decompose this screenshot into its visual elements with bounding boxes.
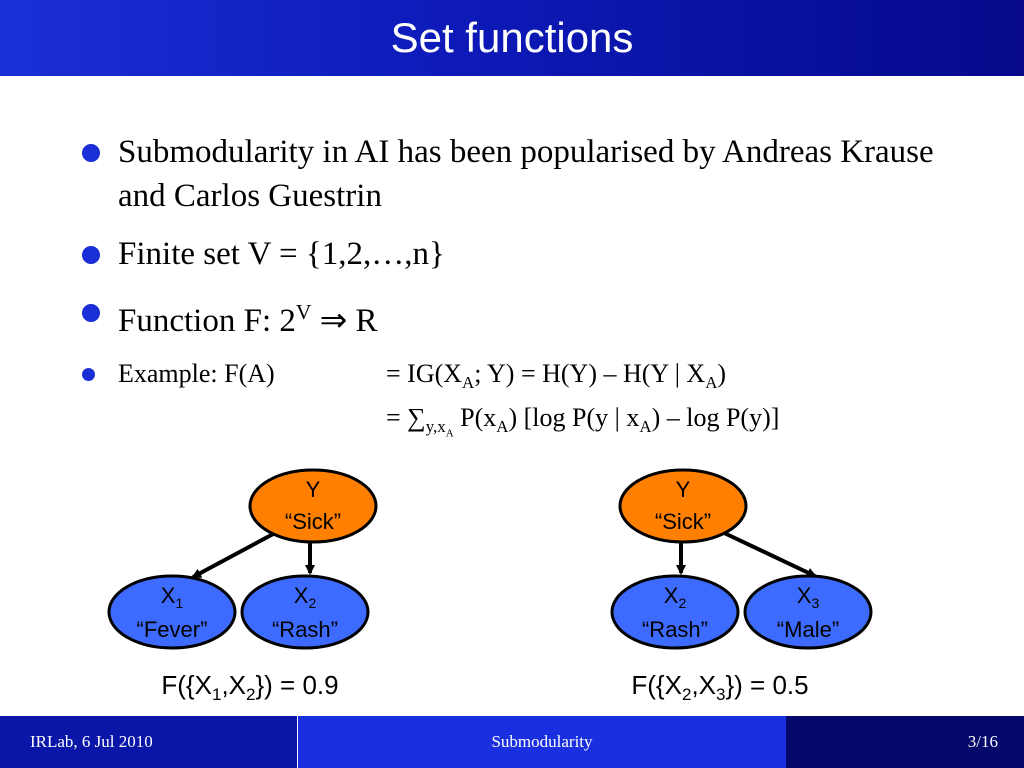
bullet-dot-icon xyxy=(82,368,95,381)
node-x2-label: X2 xyxy=(294,583,317,611)
score-left: F({X1,X2}) = 0.9 xyxy=(161,670,338,704)
node-x2-sublabel: “Rash” xyxy=(272,617,338,642)
node-x1-fever xyxy=(107,574,237,650)
node-x1-sublabel: “Fever” xyxy=(137,617,208,642)
bullet-dot-icon xyxy=(82,304,100,322)
example-label: Example: F(A) xyxy=(118,359,275,388)
node-y-label: Y xyxy=(306,477,321,502)
node-x2-sublabel: “Rash” xyxy=(642,617,708,642)
node-x3-label: X3 xyxy=(797,583,820,611)
bullet-item: Finite set V = {1,2,…,n} xyxy=(80,232,980,276)
bullet-item-example: Example: F(A) = IG(XA; Y) = H(Y) – H(Y |… xyxy=(80,357,980,441)
bullet-item: Submodularity in AI has been popularised… xyxy=(80,130,980,218)
node-x3-sublabel: “Male” xyxy=(777,617,839,642)
footer-page-number: 3/16 xyxy=(786,716,1024,768)
bullet-list: Submodularity in AI has been popularised… xyxy=(80,130,980,441)
node-x3-male xyxy=(743,574,873,650)
node-y-sick xyxy=(248,468,378,544)
node-x2-rash xyxy=(240,574,370,650)
node-x2-rash xyxy=(610,574,740,650)
bullet-dot-icon xyxy=(82,246,100,264)
footer-bar: IRLab, 6 Jul 2010 Submodularity 3/16 xyxy=(0,716,1024,768)
equation-line-2: = ∑y,xA P(xA) [log P(y | xA) – log P(y)] xyxy=(386,403,780,440)
left-graph: Y “Sick” X1 “Fever” X2 “Rash” F({X1,X2})… xyxy=(107,468,378,704)
node-x2-label: X2 xyxy=(664,583,687,611)
footer-author-date: IRLab, 6 Jul 2010 xyxy=(0,716,298,768)
footer-topic: Submodularity xyxy=(298,716,786,768)
bullet-text: Function F: 2V ⇒ R xyxy=(118,300,378,339)
right-graph: Y “Sick” X2 “Rash” X3 “Male” F({X2,X3}) … xyxy=(610,468,873,704)
bullet-dot-icon xyxy=(82,144,100,162)
edge-y-x3 xyxy=(719,529,817,578)
node-x1-label: X1 xyxy=(161,583,184,611)
bullet-text: Finite set V = {1,2,…,n} xyxy=(118,236,445,272)
equation-line-1: = IG(XA; Y) = H(Y) – H(Y | XA) xyxy=(386,359,727,393)
score-right: F({X2,X3}) = 0.5 xyxy=(631,670,808,704)
title-bar: Set functions xyxy=(0,0,1024,76)
node-y-sublabel: “Sick” xyxy=(655,509,711,534)
node-y-sublabel: “Sick” xyxy=(285,509,341,534)
bullet-item: Function F: 2V ⇒ R xyxy=(80,290,980,343)
slide-title: Set functions xyxy=(390,14,634,61)
edge-y-x1 xyxy=(191,531,276,579)
bullet-text: Submodularity in AI has been popularised… xyxy=(118,134,934,214)
node-y-sick xyxy=(618,468,748,544)
node-y-label: Y xyxy=(676,477,691,502)
